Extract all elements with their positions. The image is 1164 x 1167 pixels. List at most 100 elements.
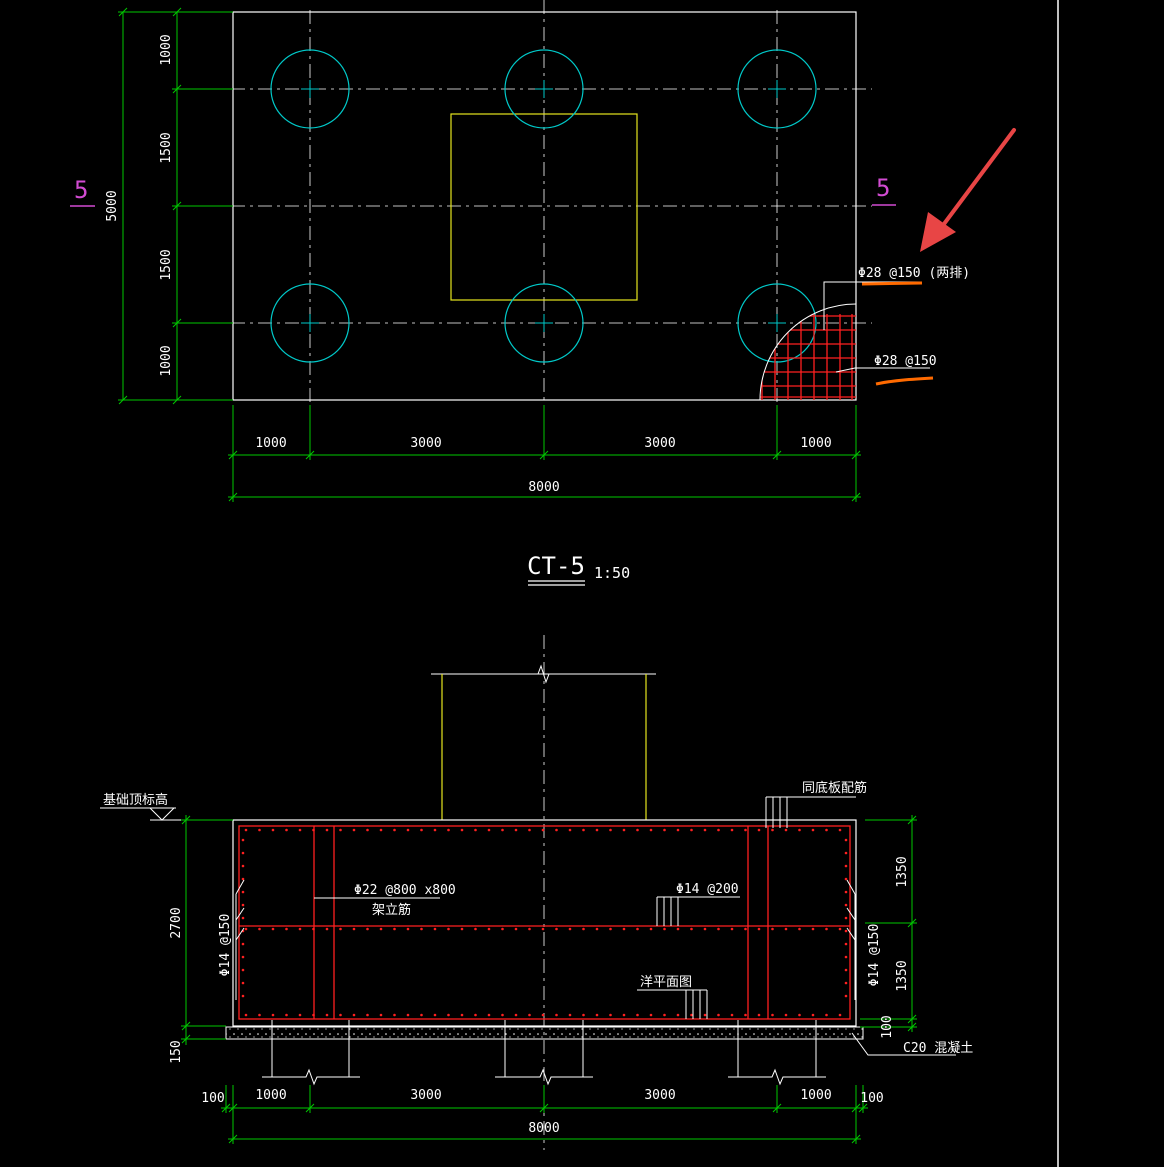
section-right-dim-2: 1350 [895, 960, 910, 991]
rebar-dot [784, 1013, 788, 1017]
horizontal-bar-label: Φ14 @200 [676, 882, 739, 897]
rebar-dot [420, 1013, 423, 1017]
plan-hdim-total: 8000 [528, 480, 559, 495]
callout-leaders [823, 281, 930, 373]
section-bottom-dim-1: 100 [201, 1091, 224, 1106]
rebar-dot [241, 851, 245, 855]
right-side-bar-leader [846, 879, 856, 1000]
rebar-dot [474, 1013, 477, 1017]
rebar-dot [825, 828, 828, 832]
rebar-dot [595, 927, 599, 931]
svg-text:5: 5 [876, 174, 890, 202]
section-left-bottom-dim: 150 [169, 1040, 184, 1063]
section-total-height: 2700 [169, 907, 184, 938]
rebar-dot [379, 1013, 383, 1017]
piles [270, 49, 817, 363]
rebar-dot [241, 994, 245, 998]
rebar-dot [352, 1013, 356, 1017]
rebar-dot [757, 1013, 761, 1017]
rebar-dot [406, 1013, 410, 1017]
concrete-leader [851, 1032, 956, 1056]
rebar-dot [514, 1013, 518, 1017]
section-bottom-dim-5: 1000 [800, 1088, 831, 1103]
plan-hdim-2: 3000 [410, 436, 441, 451]
rebar-dot [339, 1013, 342, 1017]
rebar-dot [568, 927, 572, 931]
rebar-dot [447, 1013, 450, 1017]
pile [737, 49, 817, 129]
concrete-label: C20 混凝土 [903, 1040, 973, 1056]
rebar-dot [244, 927, 248, 931]
rebar-dot [568, 1013, 572, 1017]
section-bottom-dim-total: 8000 [528, 1121, 559, 1136]
rebar-dot [241, 903, 245, 907]
rebar-dot [285, 1013, 288, 1017]
top-note-leader [765, 796, 856, 828]
rebar-dot [379, 927, 383, 931]
rebar-dot [771, 1013, 774, 1017]
rebar-dot [595, 1013, 599, 1017]
rebar-dot [325, 1013, 329, 1017]
rebar-dot [582, 927, 585, 931]
rebar-dot [844, 838, 848, 842]
rebar-dot [844, 994, 848, 998]
pile [270, 49, 350, 129]
rebar-dot [339, 828, 342, 832]
rebar-dot [244, 828, 248, 832]
rebar-dot [433, 927, 437, 931]
plan-vdim-2: 1500 [159, 132, 174, 163]
rebar-dot [844, 890, 848, 894]
rebar-dot [406, 927, 410, 931]
plan-vertical-dimension-lines [118, 7, 233, 405]
rebar-dot [298, 828, 302, 832]
callout-underline-top [861, 281, 923, 286]
rebar-dot [744, 927, 747, 931]
title-scale: 1:50 [594, 564, 630, 582]
rebar-dot [676, 927, 680, 931]
rebar-dot [771, 927, 774, 931]
rebar-dot [487, 1013, 491, 1017]
rebar-dot [271, 1013, 275, 1017]
mid-note-leader [637, 989, 708, 1019]
side-bar-right: Φ14 @150 [867, 924, 882, 987]
rebar-dot [690, 828, 693, 832]
rebar-dot [406, 828, 410, 832]
rebar-dot [285, 927, 288, 931]
pile [504, 283, 584, 363]
rebar-dot [730, 828, 734, 832]
rebar-dot [582, 1013, 585, 1017]
rebar-dot [241, 890, 245, 894]
callout-underline-bottom [875, 376, 934, 386]
rebar-dot [514, 927, 518, 931]
section-piles [262, 1020, 826, 1086]
rebar-dot [649, 1013, 653, 1017]
side-bar-left: Φ14 @150 [218, 914, 233, 977]
rebar-dot [555, 828, 558, 832]
rebar-dot [460, 927, 464, 931]
rebar-dot [420, 828, 423, 832]
rebar-dot [811, 927, 815, 931]
plan-hdim-4: 1000 [800, 436, 831, 451]
rebar-dot [555, 927, 558, 931]
section-bottom-dimension-lines [221, 1085, 868, 1144]
rebar-dot [447, 828, 450, 832]
rebar-dot [844, 955, 848, 959]
rebar-dot [825, 1013, 828, 1017]
horizontal-bar-leader [656, 896, 740, 926]
rebar-dot [487, 828, 491, 832]
rebar-dot [433, 828, 437, 832]
pile-crosses [301, 80, 786, 332]
section-mark-left: 5 [70, 176, 95, 207]
elevation-label: 基础顶标高 [103, 792, 168, 808]
section-bottom-dim-3: 3000 [410, 1088, 441, 1103]
rebar-dot [433, 1013, 437, 1017]
section-bottom-dim-6: 100 [860, 1091, 883, 1106]
rebar-dot [690, 927, 693, 931]
rebar-dot [474, 927, 477, 931]
rebar-dot [622, 927, 626, 931]
lean-concrete-pad [225, 1026, 864, 1040]
left-side-bar-leader [235, 879, 245, 1000]
rebar-dot [717, 927, 720, 931]
rebar-dot [622, 828, 626, 832]
rebar-dot [568, 828, 572, 832]
